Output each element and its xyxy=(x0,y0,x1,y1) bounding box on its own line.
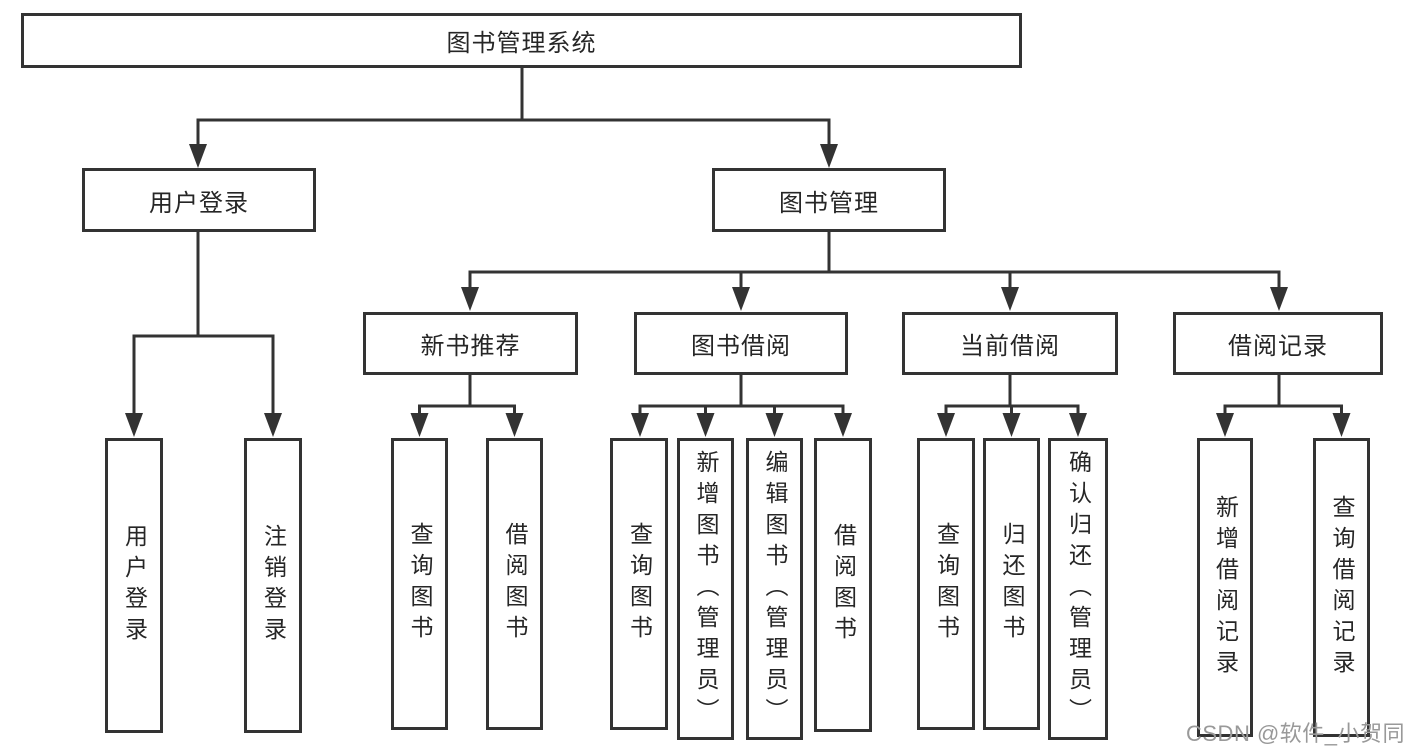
node-library-management-system: 图书管理系统 xyxy=(21,13,1022,68)
node-label: 借阅图书 xyxy=(502,522,528,646)
leaf-return-books: 归还图书 xyxy=(983,438,1040,730)
node-label: 查询借阅记录 xyxy=(1329,494,1355,681)
watermark-csdn: CSDN @软件_小贺同学 xyxy=(1186,716,1405,747)
node-label: 图书借阅 xyxy=(691,333,791,360)
leaf-query-books-borrow: 查询图书 xyxy=(610,438,668,730)
node-label: 图书管理 xyxy=(779,189,879,217)
node-label: 新增图书（管理员） xyxy=(693,449,719,729)
leaf-query-books-recommend: 查询图书 xyxy=(391,438,448,730)
node-current-borrowing: 当前借阅 xyxy=(902,312,1118,375)
node-label: 用户登录 xyxy=(149,189,249,217)
node-book-management: 图书管理 xyxy=(712,168,946,232)
leaf-logout: 注销登录 xyxy=(244,438,302,733)
leaf-query-borrow-record: 查询借阅记录 xyxy=(1313,438,1370,737)
leaf-edit-books-admin: 编辑图书（管理员） xyxy=(746,438,803,740)
leaf-query-books-current: 查询图书 xyxy=(917,438,975,730)
node-label: 新书推荐 xyxy=(420,333,521,360)
watermark-text: CSDN @软件_小贺同 xyxy=(1186,721,1405,746)
node-label: 归还图书 xyxy=(999,522,1025,646)
node-borrowing-records: 借阅记录 xyxy=(1173,312,1383,375)
node-label: 编辑图书（管理员） xyxy=(762,449,788,729)
arrowheads xyxy=(125,144,1351,437)
node-label: 图书管理系统 xyxy=(446,30,597,57)
node-label: 查询图书 xyxy=(933,522,960,646)
node-label: 借阅图书 xyxy=(830,523,857,647)
node-label: 用户登录 xyxy=(121,523,148,648)
node-label: 注销登录 xyxy=(260,523,287,648)
node-label: 新增借阅记录 xyxy=(1212,494,1239,681)
node-label: 当前借阅 xyxy=(960,333,1060,360)
leaf-borrow-books: 借阅图书 xyxy=(814,438,872,732)
node-label: 查询图书 xyxy=(407,522,433,646)
node-label: 借阅记录 xyxy=(1228,333,1328,360)
node-label: 查询图书 xyxy=(626,522,653,646)
node-new-book-recommendation: 新书推荐 xyxy=(363,312,578,375)
node-user-login: 用户登录 xyxy=(82,168,316,232)
leaf-add-borrow-record: 新增借阅记录 xyxy=(1197,438,1253,737)
leaf-add-books-admin: 新增图书（管理员） xyxy=(677,438,734,740)
leaf-confirm-return-admin: 确认归还（管理员） xyxy=(1048,438,1108,740)
leaf-borrow-books-recommend: 借阅图书 xyxy=(486,438,543,730)
node-book-borrowing: 图书借阅 xyxy=(634,312,848,375)
node-label: 确认归还（管理员） xyxy=(1065,449,1092,729)
leaf-user-login: 用户登录 xyxy=(105,438,163,733)
